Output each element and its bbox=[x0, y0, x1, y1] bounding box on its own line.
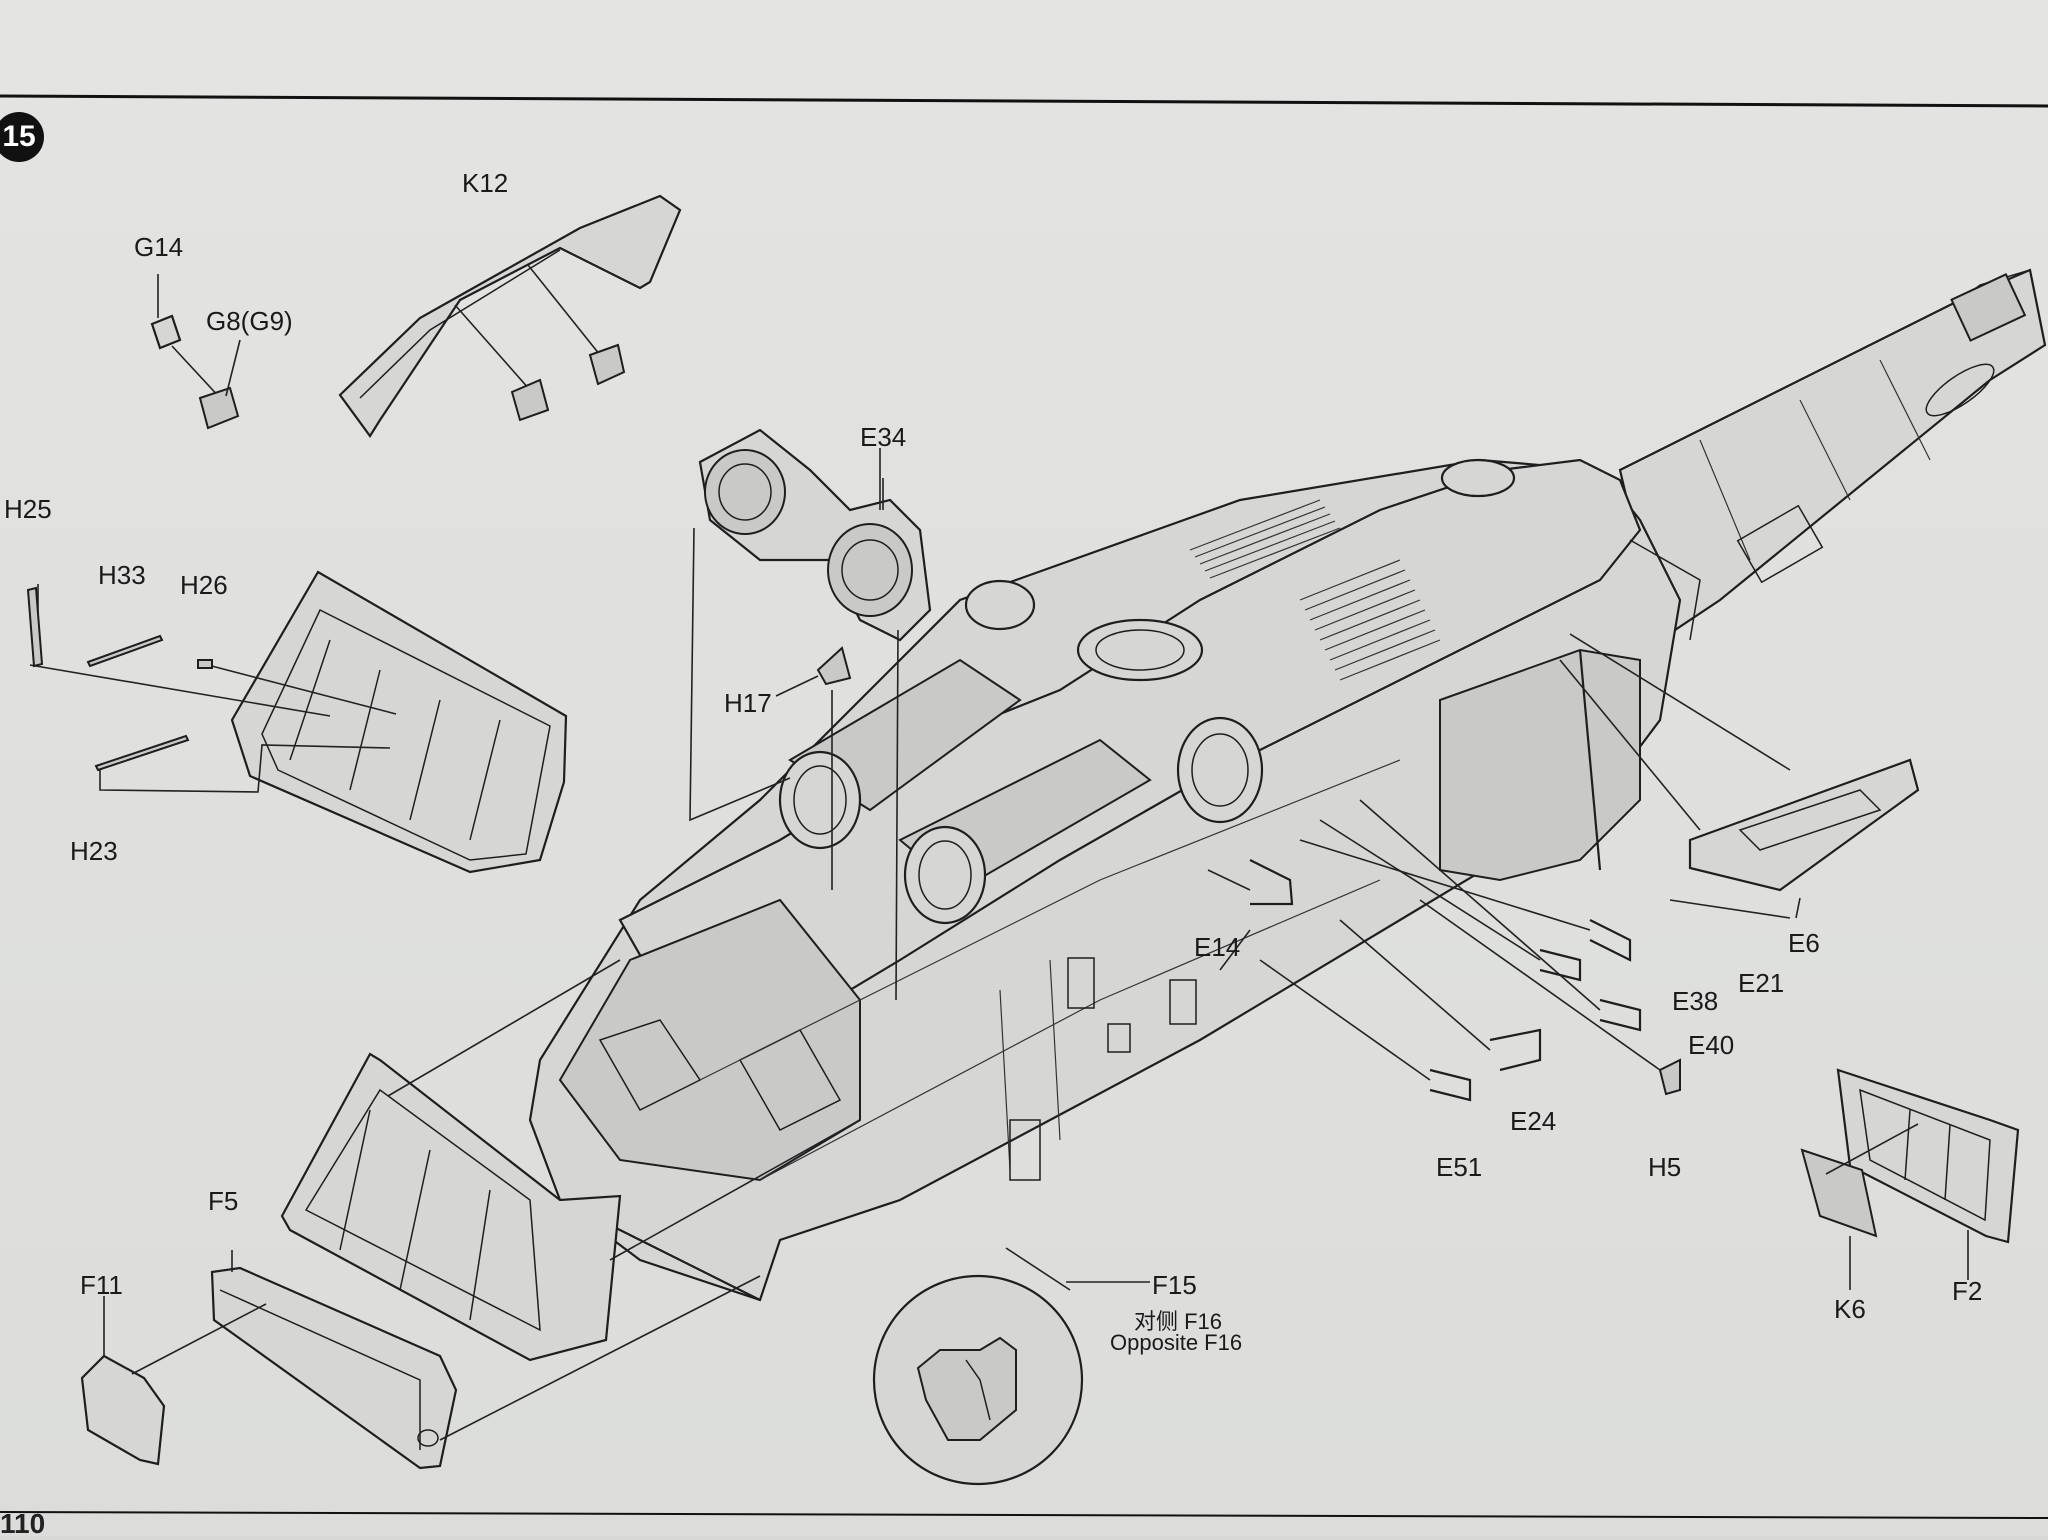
label-h25: H25 bbox=[4, 494, 52, 524]
label-e21: E21 bbox=[1738, 968, 1785, 998]
part-lower-windshield-shape bbox=[280, 959, 861, 1362]
part-k12-shape bbox=[338, 194, 682, 438]
label-k12: K12 bbox=[462, 168, 509, 198]
label-e6: E6 bbox=[1788, 928, 1820, 958]
label-e14: E14 bbox=[1194, 932, 1241, 962]
part-h17-shape bbox=[775, 646, 852, 890]
label-f2: F2 bbox=[1952, 1276, 1983, 1306]
label-f5: F5 bbox=[208, 1186, 239, 1216]
top-border-line bbox=[0, 94, 2048, 108]
e6-leader bbox=[1795, 897, 1801, 919]
page-number: 110 bbox=[0, 1508, 46, 1539]
label-h33: H33 bbox=[98, 560, 146, 590]
bottom-border-line bbox=[0, 1511, 2048, 1519]
part-e6-shape bbox=[1559, 633, 1920, 919]
note-opposite-en: Opposite F16 bbox=[1110, 1330, 1243, 1355]
part-g14-g8-shape bbox=[150, 274, 241, 430]
note-opposite-cn: 对侧 F16 bbox=[1134, 1309, 1223, 1334]
label-h26: H26 bbox=[180, 570, 228, 600]
part-e34-shape bbox=[689, 428, 932, 1001]
step-number-badge: 15 bbox=[0, 112, 44, 162]
step-parts-group bbox=[1207, 799, 1681, 1102]
label-e51: E51 bbox=[1436, 1152, 1483, 1182]
label-e40: E40 bbox=[1688, 1030, 1735, 1060]
label-h23: H23 bbox=[70, 836, 118, 866]
label-e34: E34 bbox=[860, 422, 907, 452]
label-e24: E24 bbox=[1510, 1106, 1557, 1136]
label-e38: E38 bbox=[1672, 986, 1719, 1016]
label-h5: H5 bbox=[1648, 1152, 1682, 1182]
label-f11: F11 bbox=[80, 1270, 123, 1300]
label-g8: G8(G9) bbox=[206, 306, 293, 336]
part-upper-windshield-shape bbox=[26, 570, 568, 874]
part-k6-f2-shape bbox=[1800, 1068, 2020, 1290]
part-f5-f11-shape bbox=[80, 1250, 761, 1470]
label-h17: H17 bbox=[724, 688, 772, 718]
helicopter-fuselage bbox=[528, 268, 2047, 1302]
label-k6: K6 bbox=[1834, 1294, 1866, 1324]
part-f15-shape bbox=[872, 1247, 1150, 1486]
label-g14: G14 bbox=[134, 232, 184, 262]
label-f15: F15 bbox=[1152, 1270, 1197, 1300]
